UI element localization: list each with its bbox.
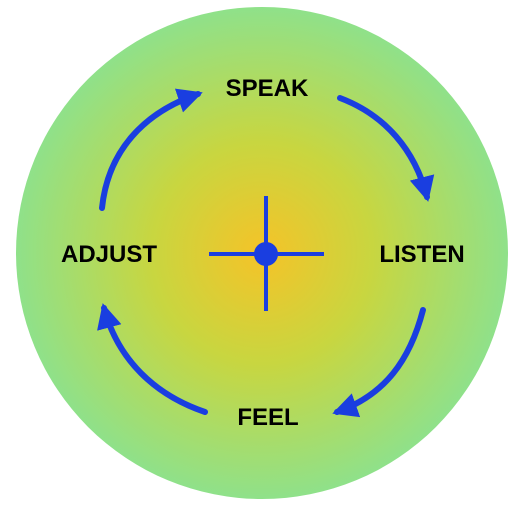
arrow-speak-to-listen — [337, 95, 435, 202]
step-label-speak: SPEAK — [226, 75, 309, 102]
cycle-arrows — [97, 88, 435, 418]
step-label-listen: LISTEN — [379, 241, 464, 268]
crosshair-icon — [209, 196, 324, 311]
arrow-adjust-to-speak — [99, 88, 203, 211]
step-label-adjust: ADJUST — [61, 241, 157, 268]
arrow-feel-to-adjust — [97, 303, 208, 415]
step-label-feel: FEEL — [237, 404, 298, 431]
arrow-listen-to-feel — [332, 307, 426, 418]
